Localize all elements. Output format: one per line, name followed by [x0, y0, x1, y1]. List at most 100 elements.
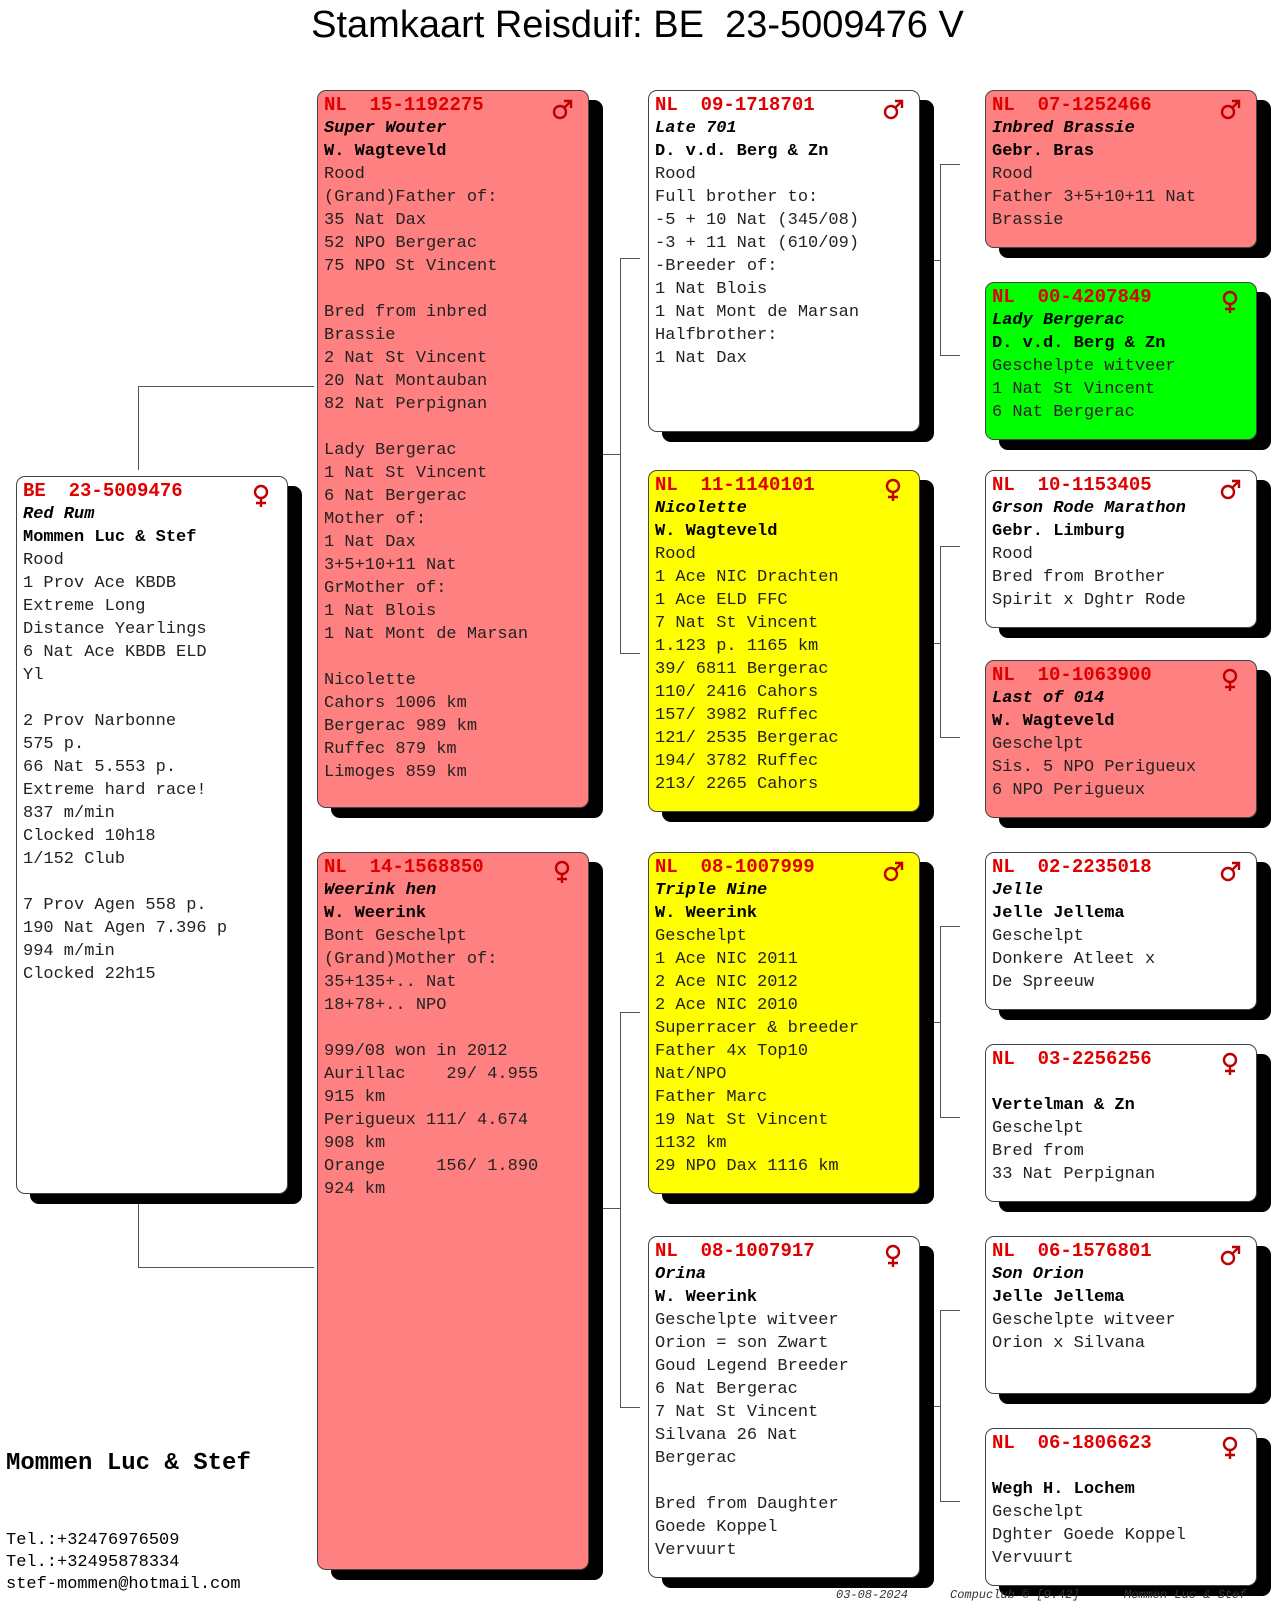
pedigree-info-line: 1 Nat Blois — [655, 280, 768, 299]
pedigree-info-line: Father Marc — [655, 1088, 768, 1107]
pigeon-name: Red Rum — [23, 505, 95, 524]
pedigree-info-line — [324, 646, 582, 669]
pedigree-info-line: 1 Nat St Vincent — [324, 464, 488, 483]
country-code: NL — [992, 664, 1015, 686]
connector-line — [593, 454, 620, 455]
male-symbol-icon — [550, 98, 574, 122]
pigeon-name: Son Orion — [992, 1265, 1084, 1284]
pedigree-info-line: Ruffec 879 km — [324, 740, 457, 759]
pigeon-header: NL 03-2256256 — [992, 1048, 1250, 1075]
connector-line — [138, 1267, 314, 1268]
pigeon-name: Orina — [655, 1265, 707, 1284]
connector-line — [620, 258, 640, 259]
pedigree-info-line: GrMother of: — [324, 579, 447, 598]
pedigree-info-line — [23, 871, 281, 894]
pedigree-info-line: Goede Koppel — [655, 1518, 778, 1537]
pigeon-header: NL 08-1007917 — [655, 1240, 913, 1267]
ring-number: 08-1007999 — [700, 856, 815, 878]
breeder-name: Mommen Luc & Stef — [23, 528, 197, 547]
country-code: NL — [655, 474, 678, 496]
country-code: BE — [23, 480, 46, 502]
pedigree-info-line: Geschelpt — [992, 927, 1084, 946]
breeder-name: Gebr. Bras — [992, 142, 1095, 161]
breeder-name: W. Wagteveld — [655, 522, 778, 541]
male-symbol-icon — [881, 860, 905, 884]
pedigree-info-line: 2 Ace NIC 2010 — [655, 996, 798, 1015]
pedigree-info-line: Rood — [992, 165, 1033, 184]
breeder-name: Gebr. Limburg — [992, 522, 1125, 541]
pedigree-info-line: Cahors 1006 km — [324, 694, 467, 713]
connector-line — [914, 260, 940, 261]
pedigree-info-line: Limoges 859 km — [324, 763, 467, 782]
pedigree-info-line: Extreme Long — [23, 597, 146, 616]
pedigree-info-line: 39/ 6811 Bergerac — [655, 660, 829, 679]
pedigree-info-line: 1 Ace NIC Drachten — [655, 568, 839, 587]
pedigree-info-line: Brassie — [992, 211, 1064, 230]
pedigree-info-line: 1 Nat Blois — [324, 602, 437, 621]
ring-number: 23-5009476 — [68, 480, 183, 502]
ring-number: 03-2256256 — [1037, 1048, 1152, 1070]
male-symbol-icon — [1218, 1244, 1242, 1268]
female-symbol-icon — [1218, 1436, 1242, 1460]
pedigree-info-line: Perigueux 111/ 4.674 — [324, 1111, 529, 1130]
pedigree-info-line: Orange 156/ 1.890 — [324, 1157, 539, 1176]
footer-owner: Mommen Luc & Stef — [1124, 1588, 1247, 1602]
connector-line — [940, 164, 960, 165]
pedigree-info-line: Geschelpt — [655, 927, 747, 946]
pedigree-info-line: Rood — [992, 545, 1033, 564]
pedigree-info-line: 190 Nat Agen 7.396 p — [23, 919, 228, 938]
pedigree-info-line: 20 Nat Montauban — [324, 372, 488, 391]
pedigree-info-line: Rood — [655, 545, 696, 564]
ring-number: 09-1718701 — [700, 94, 815, 116]
pigeon-header: NL 10-1153405 — [992, 474, 1250, 500]
connector-line — [940, 546, 941, 738]
pigeon-name: Last of 014 — [992, 689, 1105, 708]
pigeon-name: Triple Nine — [655, 881, 768, 900]
connector-line — [914, 1406, 940, 1407]
pedigree-info-line: Clocked 22h15 — [23, 965, 156, 984]
connector-line — [593, 1208, 620, 1209]
pedigree-info-line: Bred from Brother — [992, 568, 1166, 587]
pigeon-header: NL 15-1192275 — [324, 94, 582, 120]
male-symbol-icon — [881, 98, 905, 122]
pedigree-info-line: Brassie — [324, 326, 396, 345]
pedigree-info-line: Bergerac — [655, 1449, 737, 1468]
connector-line — [914, 643, 940, 644]
pedigree-info-line: 999/08 won in 2012 — [324, 1042, 508, 1061]
pedigree-info-line: Extreme hard race! — [23, 781, 207, 800]
pedigree-info-line: 19 Nat St Vincent — [655, 1111, 829, 1130]
pedigree-info-line: Bred from — [992, 1142, 1084, 1161]
pedigree-info-line: 7 Nat St Vincent — [655, 614, 819, 633]
connector-line — [138, 1192, 139, 1268]
pedigree-info-line: Bred from Daughter — [655, 1495, 839, 1514]
pedigree-info-line: 33 Nat Perpignan — [992, 1165, 1156, 1184]
breeder-name: Vertelman & Zn — [992, 1096, 1135, 1115]
pedigree-info-line: Donkere Atleet x — [992, 950, 1156, 969]
pedigree-info-line: 1 Nat Mont de Marsan — [324, 625, 529, 644]
female-symbol-icon — [881, 478, 905, 502]
pigeon-name: Nicolette — [655, 499, 747, 518]
connector-line — [940, 1117, 960, 1118]
pedigree-info-line: 3+5+10+11 Nat — [324, 556, 457, 575]
pigeon-header: NL 07-1252466 — [992, 94, 1250, 120]
pedigree-info-line: Spirit x Dghtr Rode — [992, 591, 1186, 610]
pedigree-info-line: (Grand)Father of: — [324, 188, 498, 207]
pedigree-info-line: 2 Nat St Vincent — [324, 349, 488, 368]
breeder-name: W. Wagteveld — [992, 712, 1115, 731]
pedigree-info-line: 75 NPO St Vincent — [324, 257, 498, 276]
pedigree-info-line: Full brother to: — [655, 188, 819, 207]
pedigree-info-line: 994 m/min — [23, 942, 115, 961]
female-symbol-icon — [1218, 668, 1242, 692]
pedigree-info-line: 1 Nat Dax — [324, 533, 416, 552]
pedigree-info-line: 924 km — [324, 1180, 386, 1199]
connector-line — [940, 737, 960, 738]
pedigree-info-line: (Grand)Mother of: — [324, 950, 498, 969]
pedigree-info-line — [23, 687, 281, 710]
pedigree-info-line: Rood — [324, 165, 365, 184]
pedigree-info-line: 121/ 2535 Bergerac — [655, 729, 839, 748]
pigeon-header: NL 08-1007999 — [655, 856, 913, 882]
